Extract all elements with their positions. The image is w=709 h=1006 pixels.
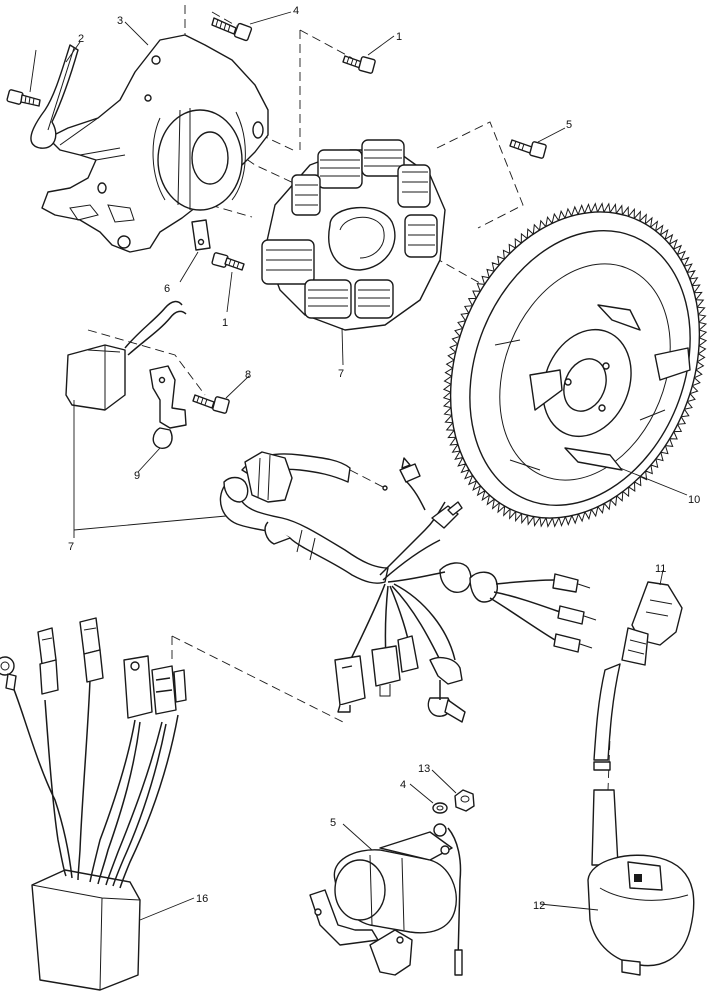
callout-10: 10 [688, 494, 700, 506]
callout-4-lower: 4 [400, 779, 406, 791]
callout-1-top: 1 [396, 31, 402, 43]
callout-11: 11 [655, 563, 666, 575]
washer-14[interactable] [432, 802, 448, 814]
leader-lines [29, 11, 688, 921]
callout-7-harness: 7 [68, 541, 74, 553]
callout-5: 5 [566, 119, 572, 131]
callout-8: 8 [245, 369, 251, 381]
main-wire-harness[interactable] [219, 451, 597, 723]
screw-1-lower[interactable] [211, 252, 245, 271]
callout-16: 16 [196, 893, 208, 905]
stator-coil[interactable] [261, 139, 446, 331]
screw-1-top[interactable] [342, 55, 376, 74]
callout-9: 9 [134, 470, 140, 482]
clip-6[interactable] [191, 219, 211, 251]
nut-13[interactable] [454, 789, 475, 812]
starter-solenoid[interactable] [309, 823, 463, 976]
cdi-spade-terminals[interactable] [37, 617, 104, 695]
callout-2: 2 [78, 33, 84, 45]
flywheel[interactable] [406, 174, 709, 555]
wire-grommet[interactable] [65, 300, 187, 411]
bracket-9[interactable] [149, 365, 187, 449]
screw-8[interactable] [192, 394, 230, 414]
callout-6: 6 [164, 283, 170, 295]
callout-7-stator: 7 [338, 368, 344, 380]
callout-12: 12 [533, 900, 545, 912]
callout-4-top: 4 [293, 5, 299, 17]
spark-plug-cap[interactable] [621, 581, 683, 666]
cdi-wires[interactable] [9, 679, 179, 889]
callout-numbers: 1 1 2 3 4 4 5 5 6 7 7 8 9 10 11 12 13 16 [68, 5, 700, 912]
screw-5[interactable] [509, 139, 547, 159]
screw-left[interactable] [6, 89, 41, 107]
callout-1-lower: 1 [222, 317, 228, 329]
callout-3: 3 [117, 15, 123, 27]
cdi-ring-terminal[interactable] [0, 656, 17, 691]
callout-13: 13 [418, 763, 430, 775]
cotter-pin[interactable] [30, 44, 79, 149]
cdi-box[interactable] [31, 869, 141, 991]
cdi-connector-block[interactable] [123, 655, 187, 719]
ignition-coil[interactable] [587, 789, 695, 976]
callout-5-lower: 5 [330, 817, 336, 829]
screw-4-top[interactable] [211, 17, 253, 42]
stator-plate[interactable] [41, 34, 269, 253]
high-tension-lead[interactable] [593, 663, 621, 771]
